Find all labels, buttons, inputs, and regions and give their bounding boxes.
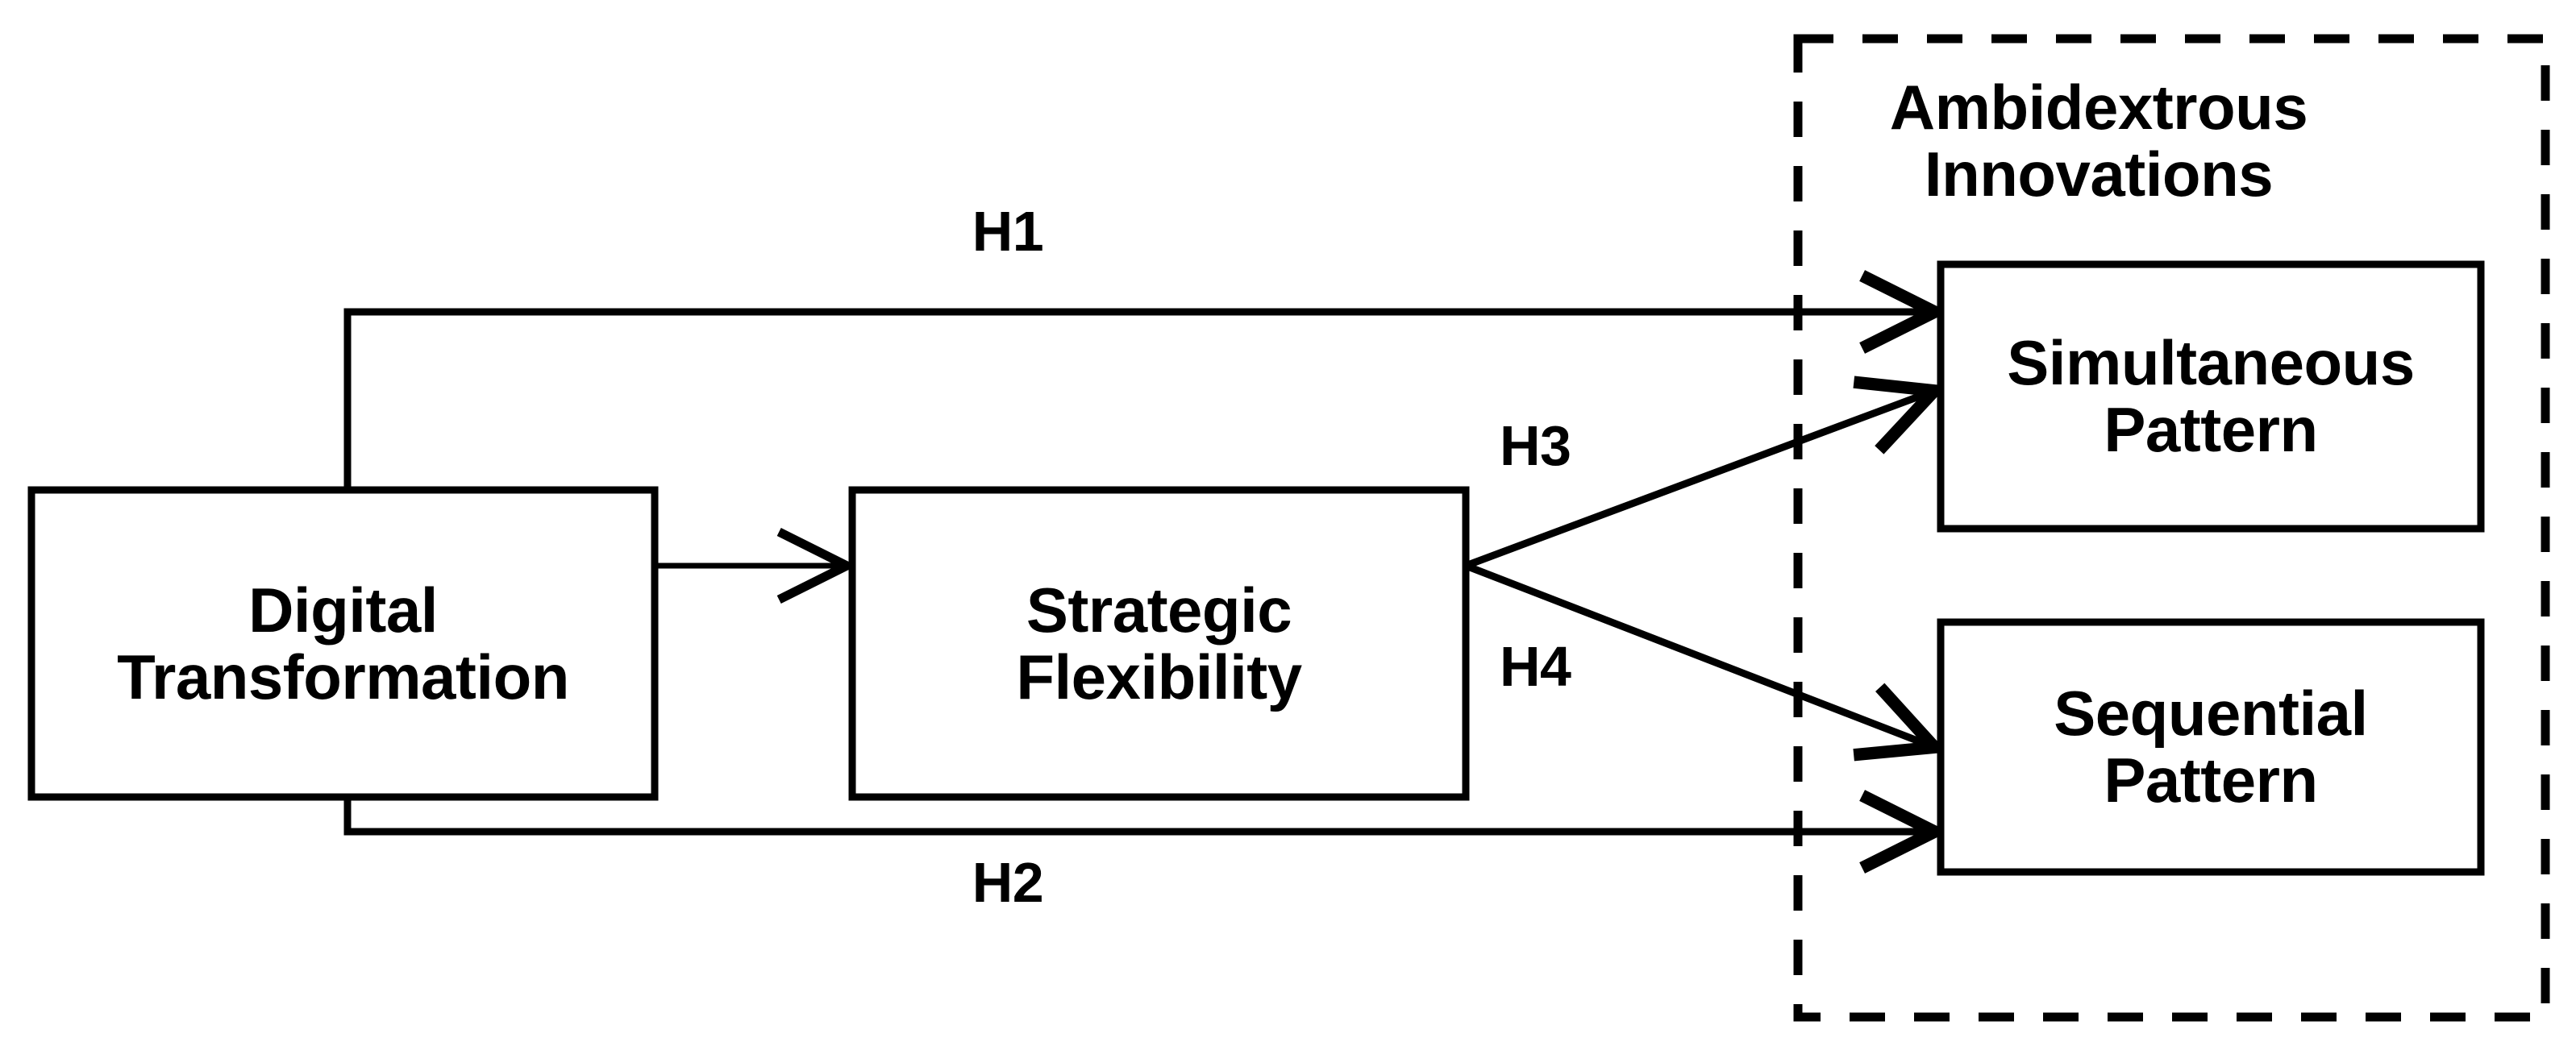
strategic-flexibility-box[interactable] (848, 486, 1470, 801)
edge-h2-path (343, 797, 1932, 832)
ambidextrous-innovations-title: Ambidextrous Innovations (1889, 72, 2308, 210)
edge-label-h1: H1 (972, 200, 1044, 263)
edge-h4-path (1464, 562, 1932, 746)
sequential-pattern-label: Sequential Pattern (2054, 678, 2368, 816)
edge-label-h4: H4 (1500, 635, 1571, 698)
simultaneous-pattern-box[interactable] (1937, 260, 2485, 533)
simultaneous-pattern-label: Simultaneous Pattern (2007, 327, 2415, 465)
edge-h1-path (343, 312, 1932, 490)
digital-transformation-box[interactable] (27, 486, 659, 801)
strategic-flexibility-label: Strategic Flexibility (1016, 574, 1302, 712)
edge-label-h3: H3 (1500, 414, 1571, 477)
ambidextrous-innovations-group-frame (1793, 34, 2550, 1022)
edge-h3-path (1464, 392, 1932, 570)
digital-transformation-label: Digital Transformation (117, 574, 569, 712)
edge-label-h2: H2 (972, 851, 1044, 914)
